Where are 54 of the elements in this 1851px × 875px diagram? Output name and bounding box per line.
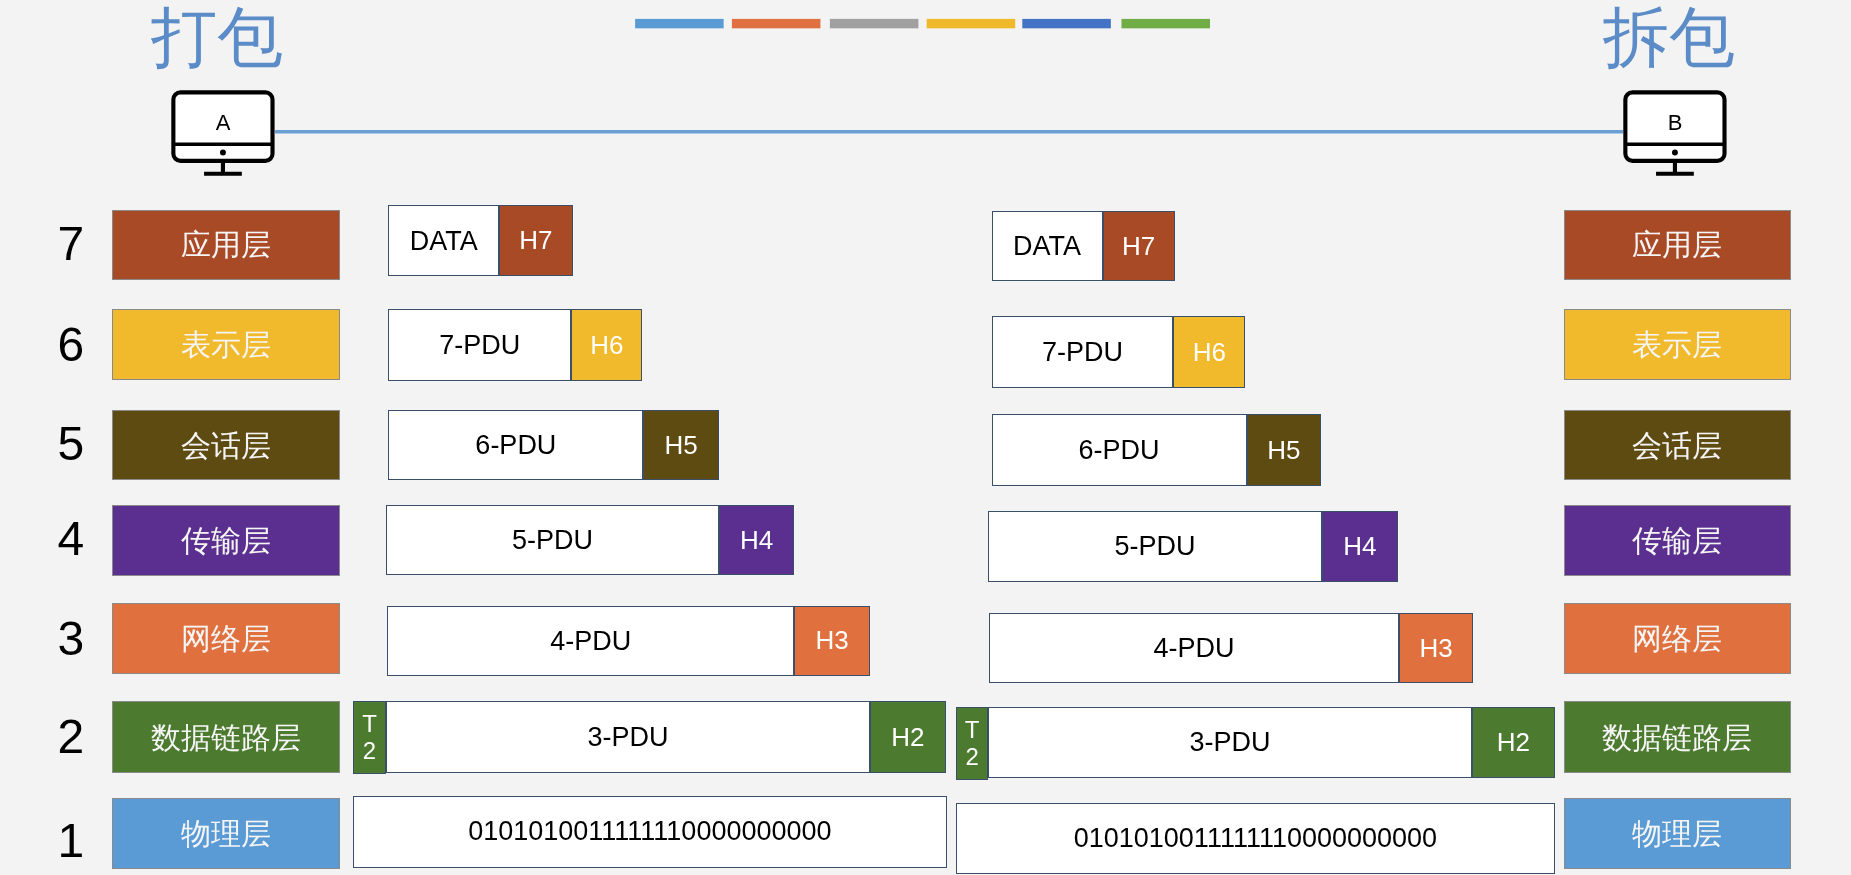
layer-box: 传输层	[112, 505, 340, 577]
header-box: H4	[1322, 511, 1398, 582]
data-box: 5-PDU	[386, 505, 719, 575]
header-box: H6	[1173, 316, 1246, 389]
data-box: DATA	[388, 205, 500, 277]
layer-box: 应用层	[112, 210, 340, 280]
layer-box: 传输层	[1564, 505, 1791, 577]
header-box: H7	[499, 205, 573, 277]
data-box: 6-PDU	[991, 414, 1247, 487]
layer-box: 会话层	[112, 409, 340, 481]
layer-box: 会话层	[1564, 409, 1791, 481]
layer-box: 网络层	[1564, 603, 1791, 675]
layer-box: 物理层	[112, 798, 340, 869]
computer-label: B	[1667, 111, 1683, 134]
layer-box: 数据链路层	[112, 701, 340, 774]
data-box: DATA	[991, 211, 1103, 281]
layer-number: 3	[57, 614, 85, 663]
header-box: H5	[643, 409, 719, 481]
computer-label: A	[215, 111, 231, 134]
layer-box: 表示层	[112, 309, 340, 381]
heading-text: 打包	[151, 4, 284, 71]
bitstream-box: 0101010011111110000000000	[352, 795, 947, 868]
layer-box: 数据链路层	[1564, 701, 1791, 774]
layer-box: 网络层	[112, 603, 340, 675]
data-box: 6-PDU	[388, 409, 644, 481]
layer-number: 5	[57, 419, 85, 468]
layer-box: 应用层	[1564, 210, 1791, 280]
trailer-box: T2	[956, 707, 989, 781]
header-box: H4	[718, 505, 795, 575]
data-box: 7-PDU	[388, 309, 572, 382]
header-box: H3	[794, 605, 870, 677]
header-box: H5	[1246, 414, 1321, 487]
data-box: 4-PDU	[387, 605, 795, 677]
layer-number: 6	[57, 320, 85, 369]
data-box: 3-PDU	[988, 707, 1473, 778]
layer-number: 2	[57, 712, 85, 761]
network-link	[275, 129, 1624, 134]
layer-box: 物理层	[1564, 798, 1791, 869]
heading-text: 拆包	[1603, 4, 1736, 71]
header-box: H3	[1398, 612, 1474, 684]
header-box: H2	[870, 701, 946, 774]
data-box: 5-PDU	[988, 511, 1323, 582]
bitstream-box: 0101010011111110000000000	[956, 802, 1555, 874]
header-box: H2	[1472, 707, 1555, 778]
header-box: H7	[1102, 211, 1175, 281]
layer-box: 表示层	[1564, 309, 1791, 381]
data-box: 3-PDU	[386, 701, 870, 774]
layer-number: 1	[57, 816, 85, 865]
trailer-box: T2	[352, 701, 386, 775]
header-box: H6	[571, 309, 643, 382]
layer-number: 7	[57, 220, 85, 269]
data-box: 4-PDU	[989, 612, 1399, 684]
data-box: 7-PDU	[991, 316, 1174, 389]
layer-number: 4	[57, 515, 85, 564]
